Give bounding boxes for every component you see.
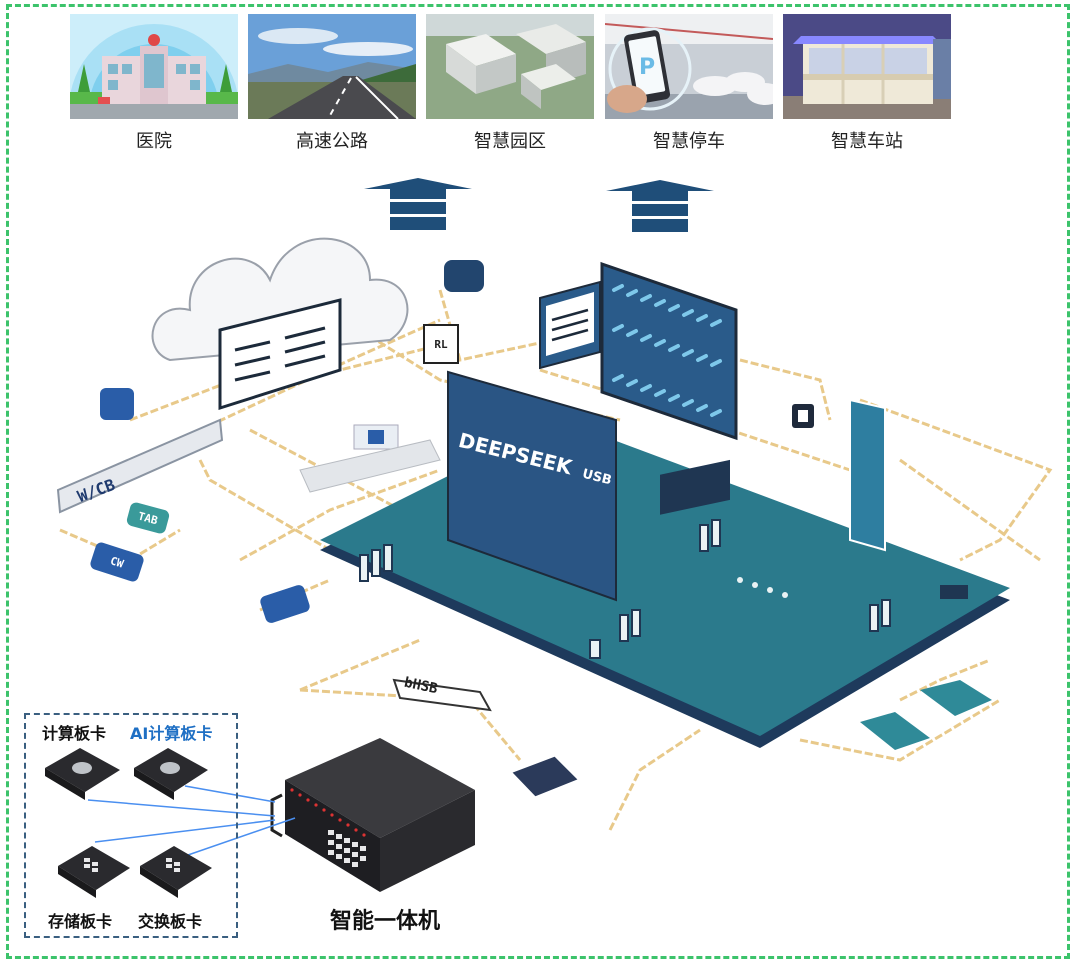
- highway-image: [248, 14, 416, 119]
- outer-frame: [6, 4, 1070, 959]
- scenario-hospital: 医院: [70, 14, 238, 153]
- machine-label: 智能一体机: [330, 909, 441, 934]
- hospital-image: [70, 14, 238, 119]
- rl-tag: RL: [434, 337, 448, 351]
- connector-icon: [100, 388, 134, 420]
- side-monitor: [539, 280, 601, 370]
- smart-station-image: [783, 14, 951, 119]
- up-arrow-icon: [364, 178, 472, 230]
- up-arrow-icon: [606, 180, 714, 232]
- scenario-label: 智慧园区: [474, 131, 546, 152]
- module-card: [860, 712, 930, 750]
- storage-card-icon: [58, 846, 130, 898]
- wcb-module: [56, 418, 224, 514]
- ai-compute-card-label: AI计算板卡: [130, 724, 213, 743]
- scenario-label: 智慧停车: [653, 131, 725, 152]
- scenario-highway: 高速公路: [248, 14, 416, 153]
- switch-card-icon: [140, 846, 212, 898]
- smart-all-in-one-machine: [270, 738, 475, 892]
- smart-parking-image: P: [605, 14, 773, 119]
- cloud-icon: [151, 237, 409, 362]
- scenario-smart-station: 智慧车站: [783, 14, 951, 153]
- compute-card-icon: [45, 748, 120, 800]
- card-links: [87, 785, 296, 856]
- chip-tag-icon: [444, 260, 484, 292]
- cloud-server-panel: [218, 298, 342, 411]
- scenario-label: 智慧车站: [831, 131, 903, 152]
- scenario-smart-parking: P 智慧停车: [605, 14, 773, 153]
- svg-text:P: P: [639, 55, 655, 80]
- compute-card-label: 计算板卡: [42, 724, 107, 743]
- rack-display: [600, 261, 738, 441]
- smart-park-image: [426, 14, 594, 119]
- storage-card-label: 存储板卡: [48, 912, 113, 931]
- scenario-label: 医院: [136, 131, 172, 152]
- scenario-label: 高速公路: [296, 131, 368, 152]
- bhsb-label-chip: [392, 678, 492, 712]
- card-group-box: [24, 713, 238, 938]
- ai-compute-card-icon: [134, 748, 208, 800]
- ic-chip-icon: [507, 753, 583, 800]
- processor-chip: [660, 459, 730, 515]
- module-card: [920, 680, 992, 716]
- switch-card-label: 交换板卡: [138, 912, 203, 931]
- scenario-smart-park: 智慧园区: [426, 14, 594, 153]
- rl-tag-icon: [423, 324, 459, 364]
- deepseek-module: [447, 370, 617, 602]
- m2-card: [849, 398, 886, 552]
